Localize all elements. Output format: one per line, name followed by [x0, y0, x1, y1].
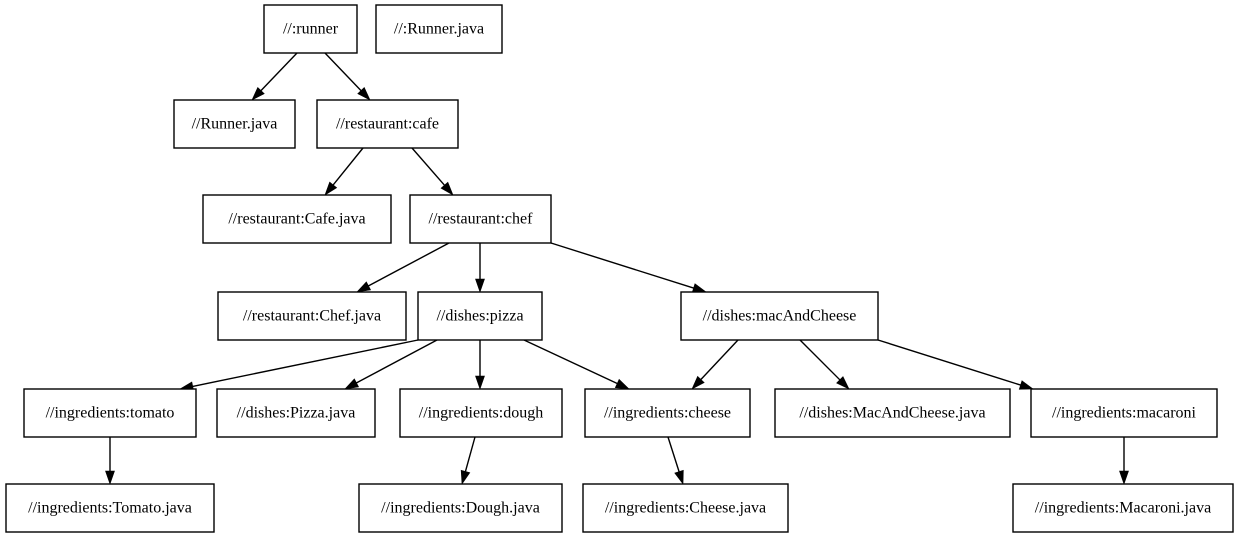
graph-edge-dishes_pizza-to-ing_cheese — [523, 339, 618, 385]
graph-node-runner_java[interactable]: //Runner.java — [173, 99, 296, 149]
graph-node-cheese_java[interactable]: //ingredients:Cheese.java — [582, 483, 789, 533]
node-label: //ingredients:dough — [419, 405, 543, 422]
graph-node-ing_macaroni[interactable]: //ingredients:macaroni — [1030, 388, 1218, 438]
graph-node-tomato_java[interactable]: //ingredients:Tomato.java — [5, 483, 215, 533]
node-box[interactable] — [316, 99, 459, 149]
arrowhead-icon — [691, 283, 707, 293]
graph-node-mac_java[interactable]: //dishes:MacAndCheese.java — [774, 388, 1011, 438]
arrowhead-icon — [105, 470, 115, 485]
node-box[interactable] — [216, 388, 376, 438]
node-label: //dishes:pizza — [436, 308, 523, 325]
node-box[interactable] — [1030, 388, 1218, 438]
arrowhead-icon — [357, 86, 371, 101]
arrowhead-icon — [251, 86, 265, 101]
node-label: //restaurant:Chef.java — [243, 308, 381, 325]
graph-edge-dishes_mac-to-ing_cheese — [700, 339, 739, 381]
graph-edge-ing_dough-to-dough_java — [464, 436, 476, 472]
graph-edge-restaurant_chef-to-dishes_mac — [550, 242, 694, 289]
graph-edge-runner-to-runner_java — [260, 52, 298, 92]
nodes-layer: //:runner //:Runner.java //Runner.java //re… — [5, 4, 1234, 533]
arrowhead-icon — [836, 376, 850, 390]
node-box[interactable] — [263, 4, 358, 54]
node-box[interactable] — [202, 194, 392, 244]
node-box[interactable] — [582, 483, 789, 533]
arrowhead-icon — [614, 378, 630, 390]
graph-edge-restaurant_chef-to-chef_java — [368, 242, 450, 287]
graph-node-ing_tomato[interactable]: //ingredients:tomato — [23, 388, 197, 438]
graph-node-cafe_java[interactable]: //restaurant:Cafe.java — [202, 194, 392, 244]
graph-node-dishes_mac[interactable]: //dishes:macAndCheese — [680, 291, 879, 341]
graph-edge-dishes_pizza-to-ing_tomato — [192, 339, 419, 388]
arrowhead-icon — [1119, 470, 1129, 485]
node-label: //ingredients:Macaroni.java — [1035, 500, 1211, 517]
node-label: //:runner — [283, 21, 339, 38]
node-label: //dishes:macAndCheese — [703, 308, 857, 325]
node-box[interactable] — [399, 388, 563, 438]
graph-edge-dishes_mac-to-mac_java — [799, 339, 841, 381]
node-label: //ingredients:cheese — [604, 405, 731, 422]
graph-node-dishes_pizza[interactable]: //dishes:pizza — [417, 291, 543, 341]
node-label: //restaurant:chef — [429, 211, 534, 228]
edges-layer — [105, 52, 1129, 485]
node-label: //:Runner.java — [394, 21, 484, 38]
graph-node-restaurant_chef[interactable]: //restaurant:chef — [409, 194, 552, 244]
node-label: //ingredients:Cheese.java — [605, 500, 766, 517]
graph-edge-dishes_mac-to-ing_macaroni — [877, 339, 1021, 386]
node-label: //dishes:MacAndCheese.java — [799, 405, 985, 422]
graph-edge-restaurant_cafe-to-cafe_java — [332, 147, 364, 186]
arrowhead-icon — [460, 469, 471, 485]
node-box[interactable] — [417, 291, 543, 341]
graph-node-ing_cheese[interactable]: //ingredients:cheese — [584, 388, 751, 438]
graph-node-runner_java_root[interactable]: //:Runner.java — [375, 4, 503, 54]
arrowhead-icon — [324, 181, 338, 196]
node-box[interactable] — [375, 4, 503, 54]
arrowhead-icon — [356, 281, 372, 293]
node-label: //ingredients:macaroni — [1052, 405, 1197, 422]
arrowhead-icon — [674, 469, 684, 485]
node-box[interactable] — [358, 483, 563, 533]
graph-node-dough_java[interactable]: //ingredients:Dough.java — [358, 483, 563, 533]
graph-node-restaurant_cafe[interactable]: //restaurant:cafe — [316, 99, 459, 149]
graph-node-runner[interactable]: //:runner — [263, 4, 358, 54]
node-label: //Runner.java — [192, 116, 278, 133]
node-box[interactable] — [5, 483, 215, 533]
node-label: //ingredients:Dough.java — [381, 500, 540, 517]
graph-edge-dishes_pizza-to-pizza_java — [356, 339, 438, 384]
node-label: //restaurant:Cafe.java — [228, 211, 365, 228]
node-box[interactable] — [173, 99, 296, 149]
node-box[interactable] — [774, 388, 1011, 438]
node-label: //dishes:Pizza.java — [237, 405, 356, 422]
node-box[interactable] — [409, 194, 552, 244]
arrowhead-icon — [440, 181, 454, 196]
arrowhead-icon — [475, 375, 485, 390]
arrowhead-icon — [1018, 380, 1034, 390]
node-label: //ingredients:tomato — [46, 405, 175, 422]
graph-node-chef_java[interactable]: //restaurant:Chef.java — [217, 291, 407, 341]
node-label: //restaurant:cafe — [336, 116, 439, 133]
arrowhead-icon — [475, 278, 485, 293]
arrowhead-icon — [691, 375, 705, 390]
graph-node-macaroni_java[interactable]: //ingredients:Macaroni.java — [1012, 483, 1234, 533]
node-box[interactable] — [217, 291, 407, 341]
node-box[interactable] — [680, 291, 879, 341]
arrowhead-icon — [344, 378, 360, 390]
graph-node-pizza_java[interactable]: //dishes:Pizza.java — [216, 388, 376, 438]
graph-edge-runner-to-restaurant_cafe — [324, 52, 362, 92]
node-label: //ingredients:Tomato.java — [28, 500, 192, 517]
graph-edge-restaurant_cafe-to-restaurant_chef — [411, 147, 445, 186]
node-box[interactable] — [23, 388, 197, 438]
graph-node-ing_dough[interactable]: //ingredients:dough — [399, 388, 563, 438]
node-box[interactable] — [584, 388, 751, 438]
graph-edge-ing_cheese-to-cheese_java — [667, 436, 680, 472]
node-box[interactable] — [1012, 483, 1234, 533]
